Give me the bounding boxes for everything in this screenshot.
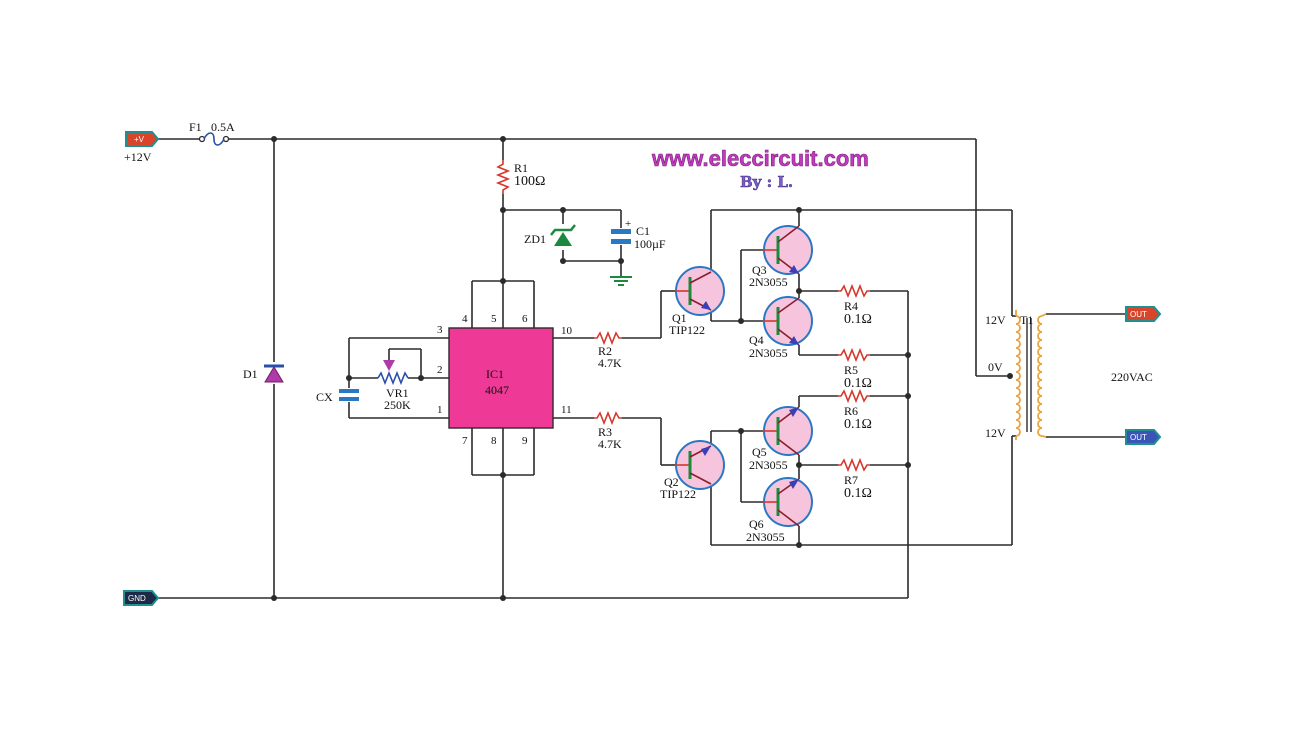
ic1-ref: IC1	[486, 367, 504, 381]
fuse-value: 0.5A	[211, 120, 235, 134]
ic1-pin-10: 10	[561, 325, 573, 337]
r3-value: 4.7K	[598, 437, 622, 451]
r2-value: 4.7K	[598, 356, 622, 370]
ic1-pin-2: 2	[437, 364, 443, 376]
cx-ref: CX	[316, 390, 333, 404]
t1-bottom-tap: 12V	[985, 426, 1006, 440]
resistor-r1: R1 100Ω	[495, 160, 545, 194]
ic1-pin-7: 7	[462, 435, 468, 447]
resistor-r7: R7 0.1Ω	[838, 457, 872, 501]
resistor-r5: R5 0.1Ω	[838, 347, 872, 391]
r4-ref: R4	[844, 299, 858, 313]
ic1-4047: IC1 4047 3 2 1 4 5 6 7 8 9 10 11	[437, 313, 573, 447]
r2-ref: R2	[598, 344, 612, 358]
q3-value: 2N3055	[749, 275, 788, 289]
transistor-q5: Q5 2N3055	[749, 406, 813, 472]
q6-ref: Q6	[749, 517, 764, 531]
q4-value: 2N3055	[749, 346, 788, 360]
vplus-terminal: +V +12V	[124, 131, 160, 164]
t1-top-tap: 12V	[985, 313, 1006, 327]
t1-center-tap: 0V	[988, 360, 1003, 374]
c1-polarity: +	[625, 218, 631, 230]
author-watermark: By : L.	[740, 173, 793, 191]
website-watermark: www.eleccircuit.com	[651, 146, 869, 171]
c1-ref: C1	[636, 224, 650, 238]
resistor-r6: R6 0.1Ω	[838, 388, 872, 432]
gnd-terminal: GND	[123, 590, 160, 606]
r5-ref: R5	[844, 363, 858, 377]
zd1-ref: ZD1	[524, 232, 546, 246]
r6-value: 0.1Ω	[844, 417, 872, 432]
ic1-value: 4047	[485, 383, 509, 397]
transistor-q1: Q1 TIP122	[669, 266, 725, 337]
ic1-pin-1: 1	[437, 404, 443, 416]
ic1-pin-8: 8	[491, 435, 497, 447]
potentiometer-vr1: VR1 250K	[377, 360, 411, 412]
q2-ref: Q2	[664, 475, 679, 489]
resistor-r3: R3 4.7K	[594, 410, 622, 451]
c1-value: 100µF	[634, 237, 666, 251]
out1-terminal: OUT	[1125, 306, 1162, 322]
ic1-pin-11: 11	[561, 404, 572, 416]
t1-secondary-voltage: 220VAC	[1111, 370, 1153, 384]
r1-value: 100Ω	[514, 174, 545, 189]
transistor-q3: Q3 2N3055	[749, 225, 813, 289]
ic1-pin-5: 5	[491, 313, 497, 325]
capacitor-cx: CX	[316, 389, 359, 404]
q3-ref: Q3	[752, 263, 767, 277]
junction-dots	[271, 136, 1013, 601]
wires	[158, 138, 1126, 599]
transistor-q6: Q6 2N3055	[746, 477, 813, 544]
resistor-r2: R2 4.7K	[594, 330, 622, 370]
vr1-ref: VR1	[386, 386, 409, 400]
out1-tag: OUT	[1130, 310, 1147, 319]
q1-value: TIP122	[669, 323, 705, 337]
capacitor-c1: + C1 100µF	[610, 218, 666, 286]
transistor-q4: Q4 2N3055	[749, 296, 813, 360]
r6-ref: R6	[844, 404, 858, 418]
r7-ref: R7	[844, 473, 858, 487]
q6-value: 2N3055	[746, 530, 785, 544]
ic1-pin-3: 3	[437, 324, 443, 336]
r1-ref: R1	[514, 161, 528, 175]
q4-ref: Q4	[749, 333, 764, 347]
resistor-r4: R4 0.1Ω	[838, 283, 872, 327]
vplus-tag: +V	[134, 135, 145, 144]
r3-ref: R3	[598, 425, 612, 439]
r4-value: 0.1Ω	[844, 312, 872, 327]
ic1-pin-9: 9	[522, 435, 528, 447]
fuse-ref: F1	[189, 120, 202, 134]
out2-tag: OUT	[1130, 433, 1147, 442]
diode-d1: D1	[243, 364, 284, 383]
ic1-pin-4: 4	[462, 313, 468, 325]
vplus-label: +12V	[124, 150, 152, 164]
r5-value: 0.1Ω	[844, 376, 872, 391]
t1-ref: T1	[1020, 313, 1033, 327]
q5-value: 2N3055	[749, 458, 788, 472]
r7-value: 0.1Ω	[844, 486, 872, 501]
gnd-tag: GND	[128, 594, 146, 603]
zener-zd1: ZD1	[524, 224, 576, 246]
d1-ref: D1	[243, 367, 258, 381]
vr1-value: 250K	[384, 398, 411, 412]
fuse-f1: F1 0.5A	[189, 120, 235, 146]
q2-value: TIP122	[660, 487, 696, 501]
transformer-t1: T1 12V 0V 12V 220VAC	[985, 310, 1153, 440]
q5-ref: Q5	[752, 445, 767, 459]
out2-terminal: OUT	[1125, 429, 1162, 445]
q1-ref: Q1	[672, 311, 687, 325]
ic1-pin-6: 6	[522, 313, 528, 325]
transistor-q2: Q2 TIP122	[660, 440, 725, 501]
